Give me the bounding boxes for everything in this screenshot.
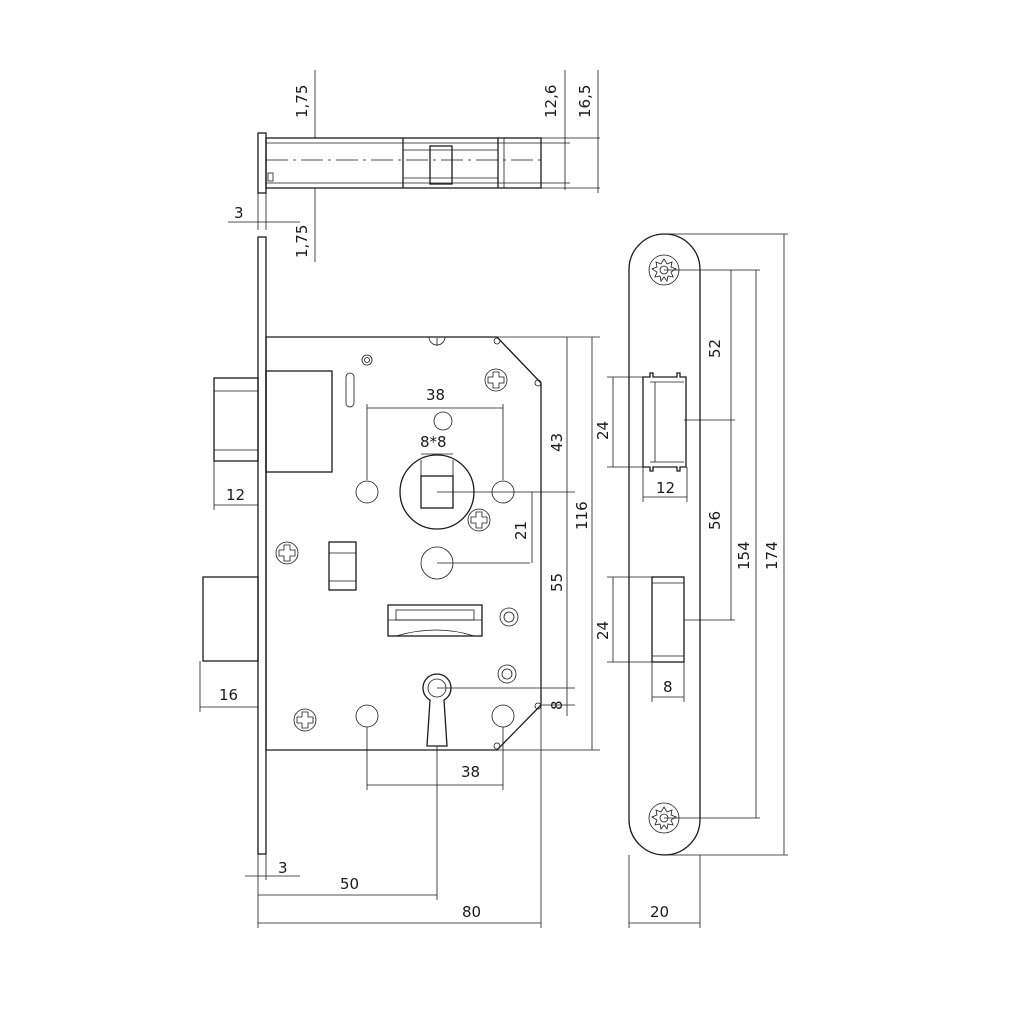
strike-plate-dimensions: 24 12 24 8 52 56 154 174 20 — [594, 339, 781, 921]
front-view-dimensions: 38 8*8 43 21 55 116 8 12 16 38 3 50 80 — [219, 386, 591, 921]
dim-20: 20 — [650, 903, 669, 921]
top-view — [228, 70, 600, 262]
dim-154: 154 — [735, 541, 753, 570]
dim-8x8: 8*8 — [420, 433, 447, 451]
dim-3-bottom: 3 — [278, 859, 288, 877]
dim-12-latch: 12 — [226, 486, 245, 504]
screw-icon — [484, 368, 508, 392]
dim-50: 50 — [340, 875, 359, 893]
front-view-dimension-lines — [199, 336, 600, 928]
top-view-dimensions: 1,75 1,75 3 12,6 16,5 — [234, 85, 594, 258]
dim-43: 43 — [548, 433, 566, 452]
dim-8-strike: 8 — [663, 678, 673, 696]
dim-16-bolt: 16 — [219, 686, 238, 704]
dim-80: 80 — [462, 903, 481, 921]
dim-174: 174 — [763, 541, 781, 570]
screw-icon — [275, 541, 299, 565]
dim-116: 116 — [573, 501, 591, 530]
front-view — [202, 236, 542, 855]
dim-38-key: 38 — [461, 763, 480, 781]
dim-12-6: 12,6 — [542, 85, 560, 118]
dim-24-top: 24 — [594, 421, 612, 440]
screw-icon — [467, 508, 491, 532]
dim-38-spindle: 38 — [426, 386, 445, 404]
dim-56: 56 — [706, 511, 724, 530]
dim-3-top: 3 — [234, 204, 244, 222]
dim-12-strike: 12 — [656, 479, 675, 497]
dim-1-75-bottom: 1,75 — [293, 225, 311, 258]
dim-16-5: 16,5 — [576, 85, 594, 118]
dim-55: 55 — [548, 573, 566, 592]
dim-21: 21 — [512, 521, 530, 540]
strike-plate-dimension-lines — [607, 233, 788, 928]
dim-52: 52 — [706, 339, 724, 358]
dim-8-key: 8 — [548, 700, 566, 710]
dim-1-75-top: 1,75 — [293, 85, 311, 118]
keyhole-icon — [422, 673, 452, 747]
dim-24-bottom: 24 — [594, 621, 612, 640]
screw-icon — [293, 708, 317, 732]
strike-plate — [628, 233, 701, 856]
